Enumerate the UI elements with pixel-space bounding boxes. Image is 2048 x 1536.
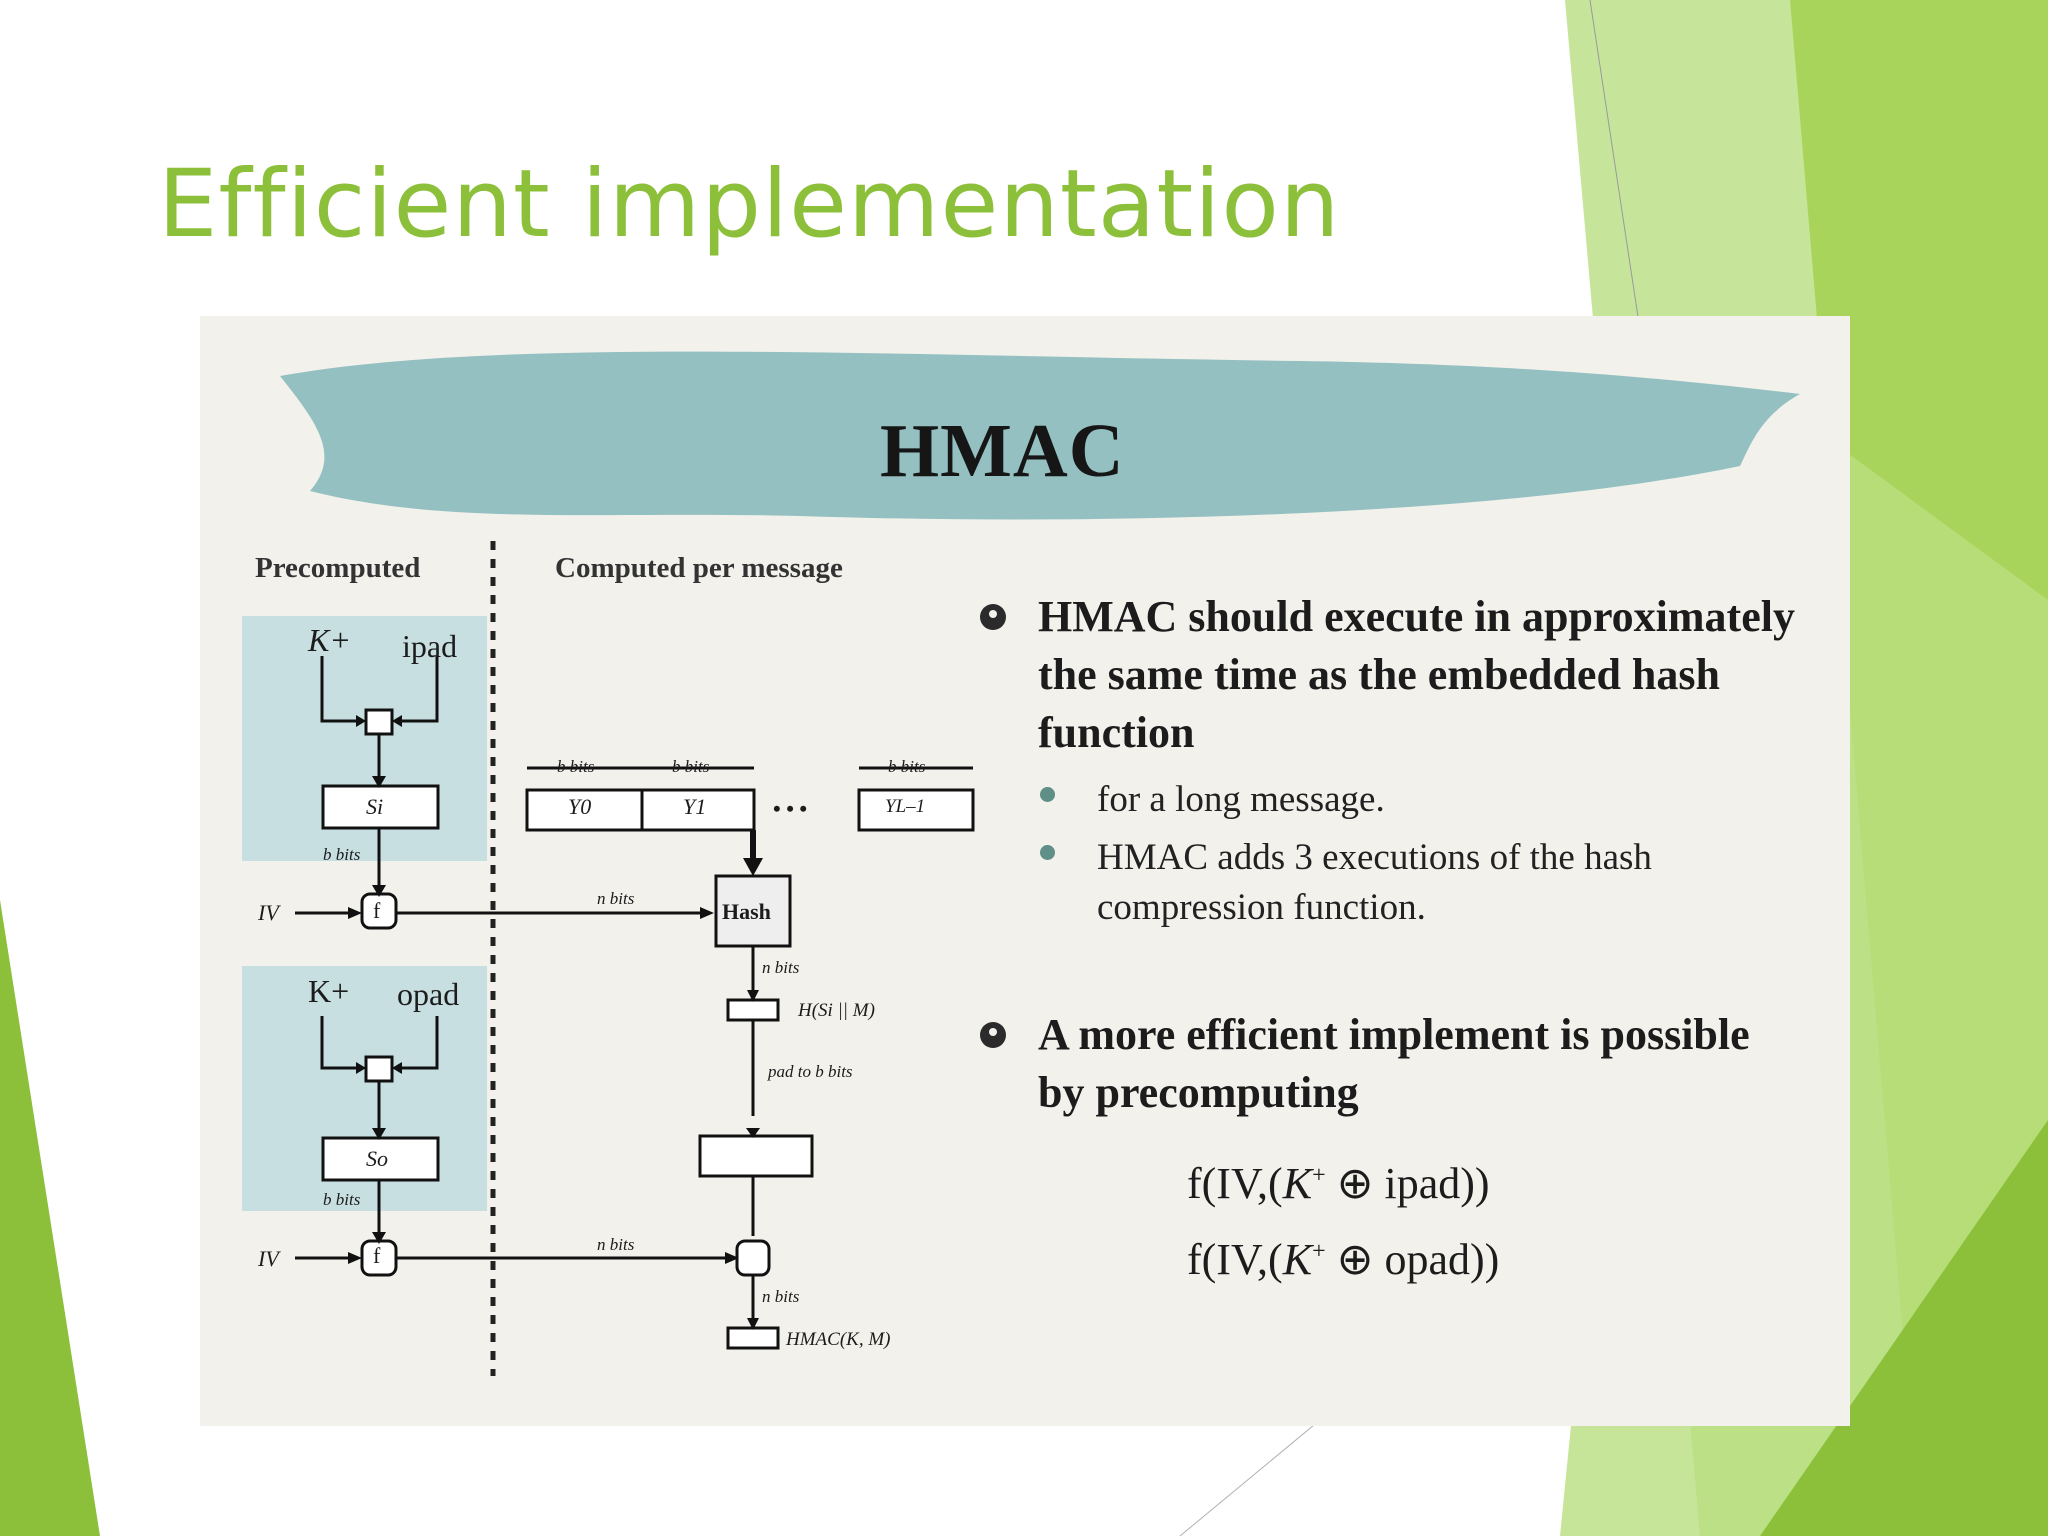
formula-opad-k: K <box>1282 1235 1313 1284</box>
bullet-1: HMAC should execute in approximately the… <box>1038 592 1795 757</box>
bullet-2: A more efficient implement is possible b… <box>1038 1010 1750 1117</box>
ydots-label: • • • <box>773 796 808 821</box>
k-plus-top-label: K+ <box>308 622 351 658</box>
formula-opad-rest: ⊕ opad)) <box>1325 1235 1500 1284</box>
so-label: So <box>366 1146 388 1171</box>
formula-ipad: f(IV,(K+ ⊕ ipad)) <box>1187 1158 1490 1209</box>
formula-opad-prefix: f(IV,( <box>1187 1235 1283 1284</box>
computed-label: Computed per message <box>555 552 843 584</box>
h-si-m-label: H(Si || M) <box>798 1000 875 1021</box>
opad-label: opad <box>397 976 460 1012</box>
hmac-output-label: HMAC(K, M) <box>786 1329 891 1350</box>
k-plus-bottom-label: K+ <box>308 973 350 1009</box>
figure-title: HMAC <box>880 409 1125 493</box>
title-brush <box>280 351 1800 520</box>
bullet-marker-1 <box>980 604 1006 630</box>
iv-label: IV <box>258 900 279 925</box>
formula-ipad-prefix: f(IV,( <box>1187 1159 1283 1208</box>
precomputed-label: Precomputed <box>255 552 421 584</box>
sub-bullet-marker-1 <box>1040 787 1055 802</box>
n-bits-label-3: n bits <box>762 958 800 977</box>
y0-label: Y0 <box>568 794 592 819</box>
f-label-2: f <box>373 1243 381 1268</box>
bullet-marker-2 <box>980 1022 1006 1048</box>
formula-ipad-rest: ⊕ ipad)) <box>1325 1159 1490 1208</box>
sub-bullet-1: for a long message. <box>1097 779 1385 820</box>
n-bits-label-2: n bits <box>597 1235 635 1254</box>
y1-label: Y1 <box>683 794 707 819</box>
pad-to-b-label: pad to b bits <box>768 1062 853 1081</box>
sub-bullet-marker-2 <box>1040 845 1055 860</box>
n-bits-label-4: n bits <box>762 1287 800 1306</box>
f-label: f <box>373 898 381 923</box>
hash-label: Hash <box>722 899 771 924</box>
n-bits-label: n bits <box>597 889 635 908</box>
b-bits-yl: b bits <box>888 757 926 776</box>
si-label: Si <box>366 794 384 819</box>
formula-ipad-sup: + <box>1312 1162 1326 1189</box>
ipad-label: ipad <box>402 628 458 664</box>
b-bits-y1: b bits <box>672 757 710 776</box>
hmac-diagram <box>242 351 1800 1376</box>
b-bits-label: b bits <box>323 845 361 864</box>
formula-opad: f(IV,(K+ ⊕ opad)) <box>1187 1234 1499 1285</box>
b-bits-y0: b bits <box>557 757 595 776</box>
sub-bullet-2: HMAC adds 3 executions of the hash compr… <box>1097 837 1652 928</box>
iv-label-2: IV <box>258 1246 279 1271</box>
formula-ipad-k: K <box>1282 1159 1313 1208</box>
b-bits-label-2: b bits <box>323 1190 361 1209</box>
yl-label: YL–1 <box>885 796 926 817</box>
slide-title: Efficient implementation <box>158 150 1341 259</box>
formula-opad-sup: + <box>1312 1238 1326 1265</box>
